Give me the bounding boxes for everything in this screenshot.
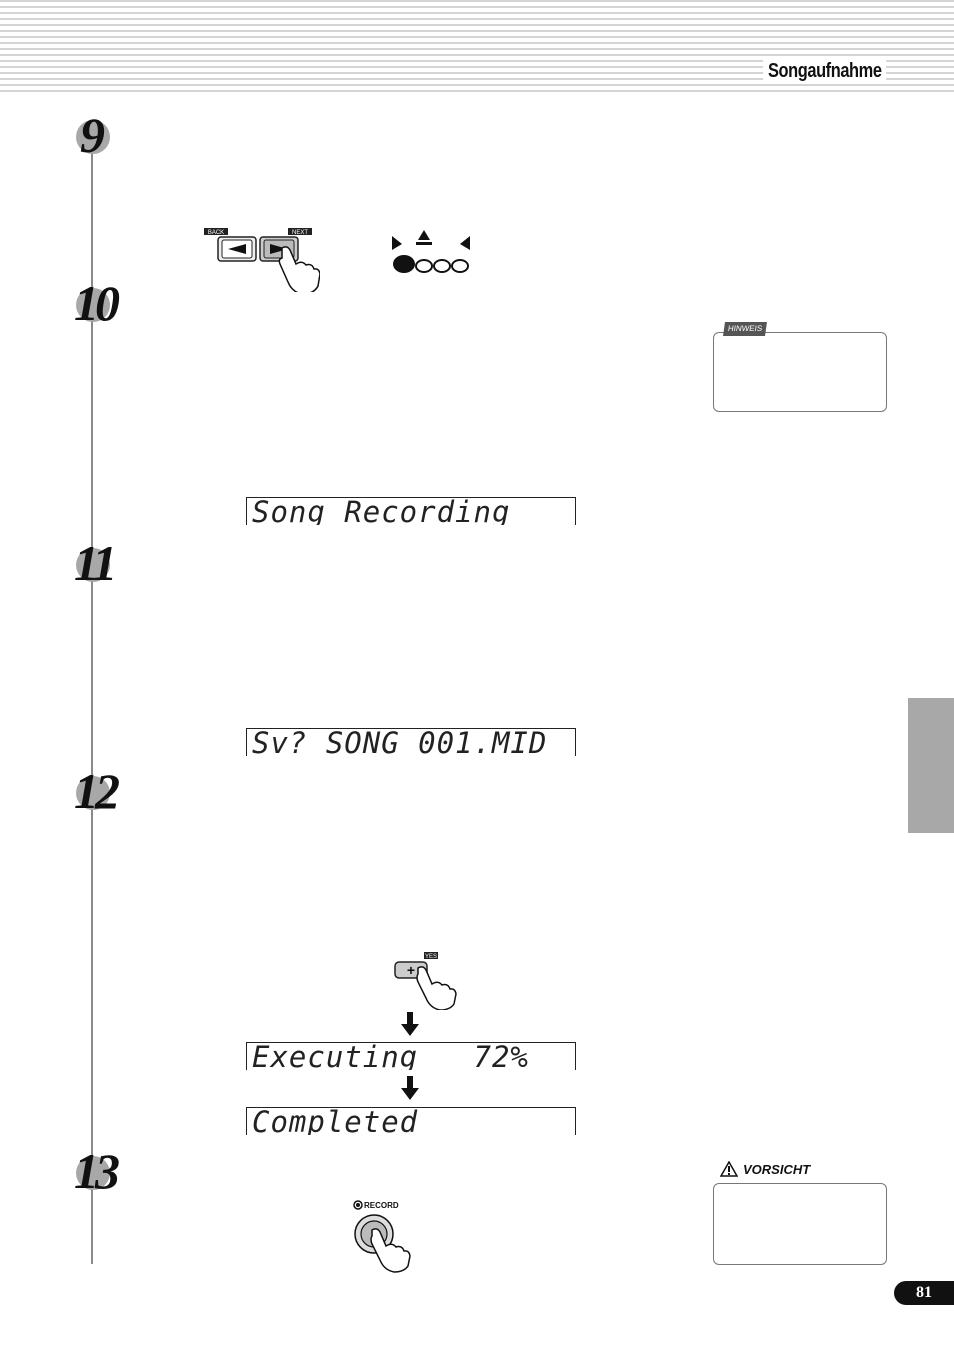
step-13-number: 13 <box>74 1143 120 1199</box>
step-12-number: 12 <box>74 763 120 819</box>
lcd-executing: Executing 72% <box>246 1042 576 1070</box>
pressing-hand-icon <box>416 966 457 1010</box>
page-number: 81 <box>894 1281 954 1305</box>
step-10-number: 10 <box>74 275 120 331</box>
step-13-marker <box>76 1156 110 1190</box>
next-label: NEXT <box>292 230 308 236</box>
lcd-song-recording: Song Recording <box>246 497 576 525</box>
step-9-marker <box>76 120 110 154</box>
hinweis-tag: HINWEIS <box>723 322 767 336</box>
step-timeline <box>91 150 93 1264</box>
step-10-marker <box>76 288 110 322</box>
back-button[interactable]: BACK <box>204 228 257 262</box>
vorsicht-note-box <box>713 1183 887 1265</box>
arrow-down-icon <box>401 1012 419 1036</box>
lcd-completed: Completed <box>246 1107 576 1135</box>
pressing-hand-icon <box>278 246 320 292</box>
arrow-down-icon <box>401 1076 419 1100</box>
hinweis-note-box <box>713 332 887 412</box>
selection-indicator-icon <box>392 230 470 273</box>
chapter-side-tab <box>908 698 954 833</box>
yes-label: YES <box>425 954 437 960</box>
vorsicht-label: VORSICHT <box>743 1162 811 1177</box>
back-label: BACK <box>208 230 224 236</box>
step-9-number: 9 <box>80 107 105 163</box>
step-11-marker <box>76 548 110 582</box>
step-11-number: 11 <box>74 535 117 591</box>
yes-plus-button-illustration[interactable]: YES + <box>390 950 460 1010</box>
plus-icon: + <box>407 962 415 978</box>
record-label: RECORD <box>364 1201 399 1210</box>
step-12-marker <box>76 776 110 810</box>
section-title: Songaufnahme <box>762 60 886 83</box>
back-next-buttons-illustration: BACK NEXT <box>204 228 320 292</box>
record-button-illustration[interactable]: RECORD <box>350 1198 420 1278</box>
warning-icon <box>720 1161 738 1177</box>
pressing-hand-icon <box>370 1228 411 1273</box>
lcd-save-prompt: Sv? SONG_001.MID <box>246 728 576 756</box>
